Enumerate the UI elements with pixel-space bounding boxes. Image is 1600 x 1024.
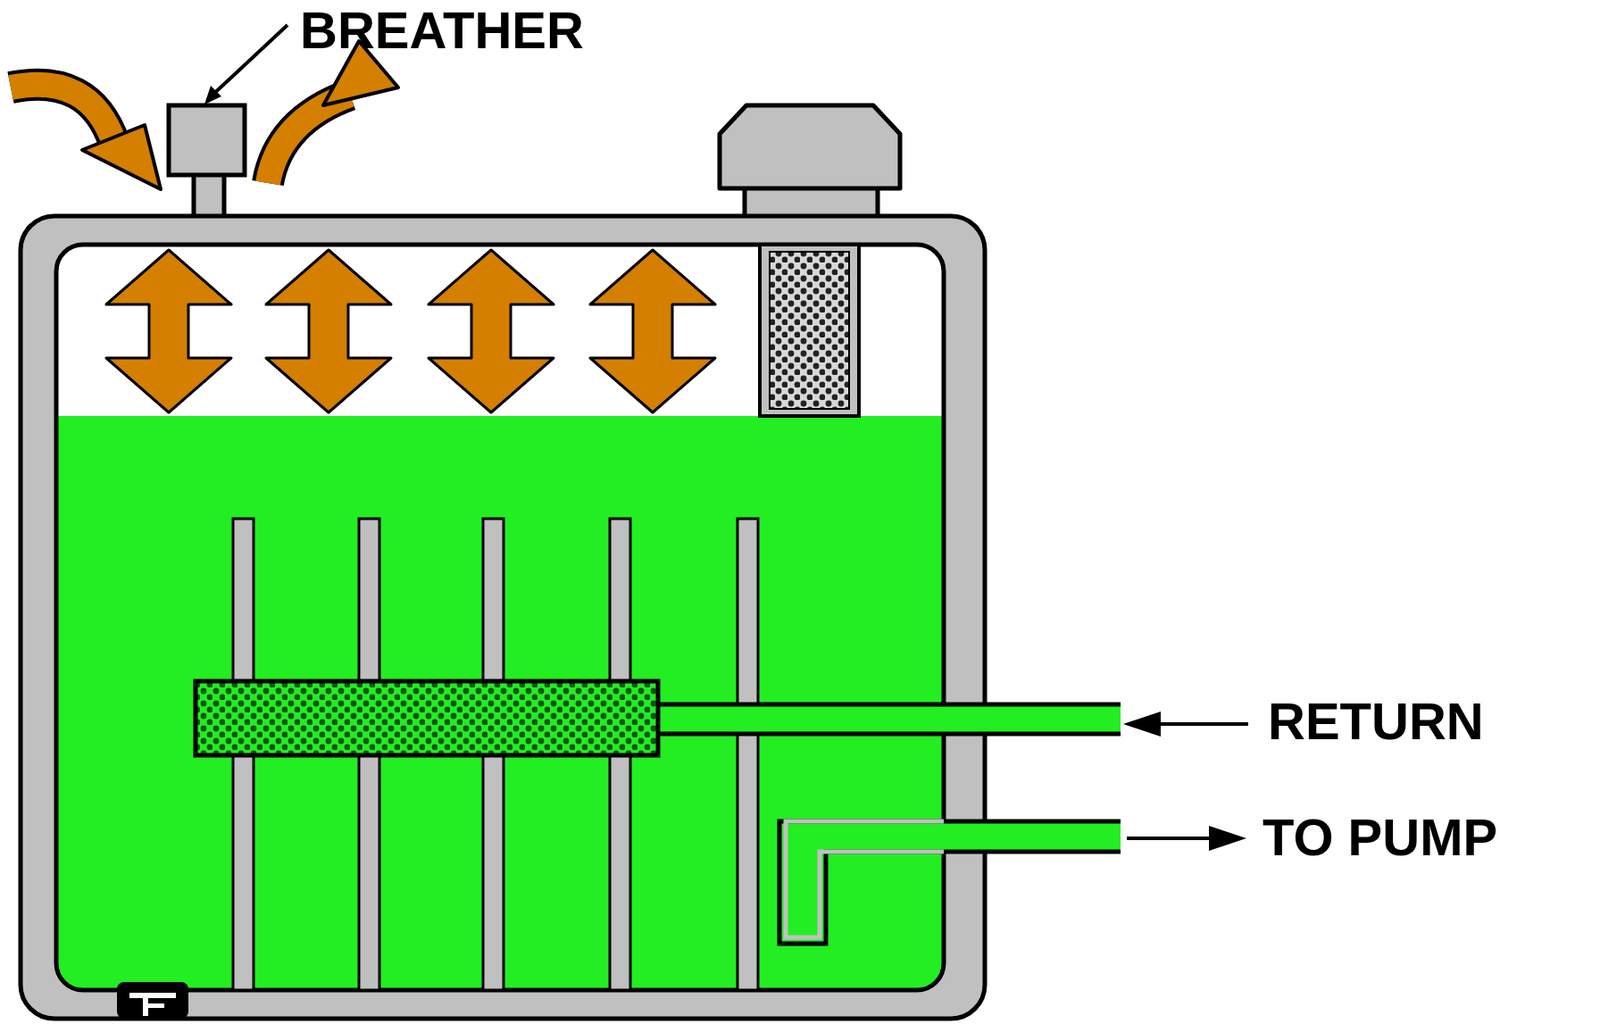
suction-pipe: [779, 821, 1121, 944]
drain-plug: [116, 982, 189, 1019]
return-arrowhead: [1123, 711, 1161, 737]
leader-arrowhead: [204, 85, 222, 105]
leader-line: [207, 25, 288, 100]
pipe-wall: [656, 702, 1121, 708]
suction-pipe-wall: [785, 821, 944, 938]
part-label: BREATHER: [300, 1, 584, 59]
pipe-wall: [656, 732, 1121, 737]
tank-wall: [20, 216, 985, 1019]
flow-label: RETURN: [1267, 692, 1484, 750]
air-in-arrow: [10, 84, 161, 190]
filler-strainer: [759, 244, 859, 417]
pump-arrowhead: [1208, 825, 1247, 851]
flow-label: TO PUMP: [1262, 808, 1498, 867]
strainer-mesh: [769, 251, 850, 409]
return-pipe: [656, 704, 1121, 734]
breather-body: [168, 105, 245, 175]
air-out-arrow: [267, 41, 399, 184]
filler-cap: [719, 105, 900, 189]
return-diffuser: [195, 681, 659, 756]
breather-stem: [193, 171, 225, 220]
expansion-arrows: [106, 250, 716, 413]
